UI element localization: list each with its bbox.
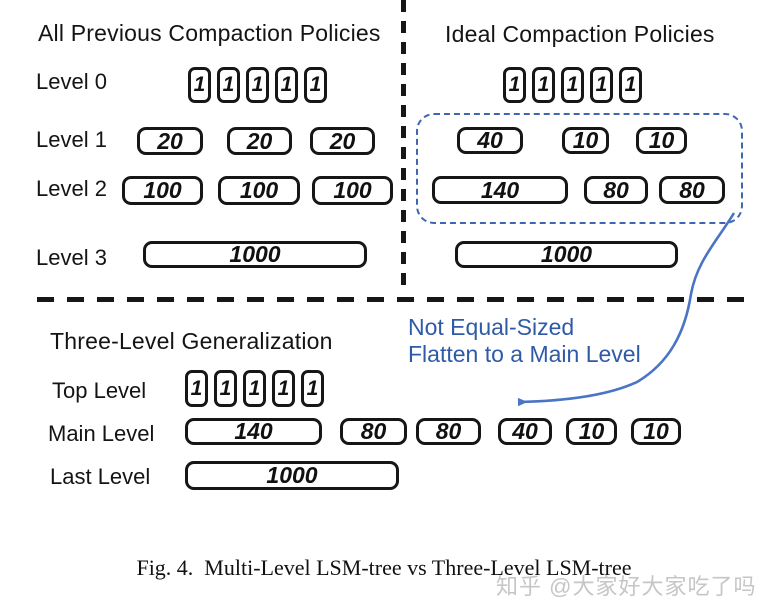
bottom-panel-title: Three-Level Generalization	[50, 328, 333, 354]
sstable-box: 100	[218, 176, 300, 205]
sstable-box: 1	[246, 67, 269, 103]
sstable-box: 1	[561, 67, 584, 103]
sstable-box: 1	[214, 370, 237, 407]
sstable-box: 40	[498, 418, 552, 445]
sstable-box: 1	[272, 370, 295, 407]
sstable-box: 1	[503, 67, 526, 103]
sstable-box: 1	[217, 67, 240, 103]
left-level0-label: Level 0	[36, 69, 107, 94]
left-level3-label: Level 3	[36, 245, 107, 270]
sstable-box: 1	[532, 67, 555, 103]
sstable-box: 80	[659, 176, 725, 204]
left-level1-label: Level 1	[36, 127, 107, 152]
figure-caption: Fig. 4. Multi-Level LSM-tree vs Three-Le…	[136, 555, 632, 580]
left-level2-label: Level 2	[36, 176, 107, 201]
sstable-box: 80	[584, 176, 648, 204]
sstable-box: 1000	[455, 241, 678, 268]
sstable-box: 10	[636, 127, 687, 154]
sstable-box: 20	[137, 127, 203, 155]
top-level-row: 1 1 1 1 1	[185, 370, 324, 407]
right-panel-title: Ideal Compaction Policies	[445, 21, 715, 47]
left-panel-title: All Previous Compaction Policies	[38, 20, 381, 46]
sstable-box: 140	[432, 176, 568, 204]
sstable-box: 1	[188, 67, 211, 103]
sstable-box: 1	[243, 370, 266, 407]
vertical-dashed-divider	[401, 0, 406, 288]
sstable-box: 10	[562, 127, 609, 154]
sstable-box: 1	[301, 370, 324, 407]
sstable-box: 1	[590, 67, 613, 103]
sstable-box: 80	[340, 418, 407, 445]
sstable-box: 10	[566, 418, 617, 445]
sstable-box: 20	[310, 127, 375, 155]
sstable-box: 1000	[143, 241, 367, 268]
sstable-box: 100	[312, 176, 393, 205]
left-level0-row: 1 1 1 1 1	[188, 67, 327, 103]
annotation-line1: Not Equal-Sized	[408, 314, 575, 340]
sstable-box: 100	[122, 176, 203, 205]
top-level-label: Top Level	[52, 378, 147, 403]
sstable-box: 10	[631, 418, 681, 445]
sstable-box: 40	[457, 127, 523, 154]
sstable-box: 20	[227, 127, 292, 155]
sstable-box: 1	[185, 370, 208, 407]
watermark-text: 知乎 @大家好大家吃了吗	[496, 574, 757, 599]
annotation-line2: Flatten to a Main Level	[408, 341, 641, 367]
sstable-box: 1	[619, 67, 642, 103]
last-level-label: Last Level	[50, 464, 151, 489]
sstable-box: 1	[304, 67, 327, 103]
sstable-box: 1	[275, 67, 298, 103]
sstable-box: 140	[185, 418, 322, 445]
main-level-label: Main Level	[48, 421, 155, 446]
sstable-box: 1000	[185, 461, 399, 490]
right-level0-row: 1 1 1 1 1	[503, 67, 642, 103]
horizontal-dashed-divider	[37, 297, 755, 302]
sstable-box: 80	[416, 418, 481, 445]
